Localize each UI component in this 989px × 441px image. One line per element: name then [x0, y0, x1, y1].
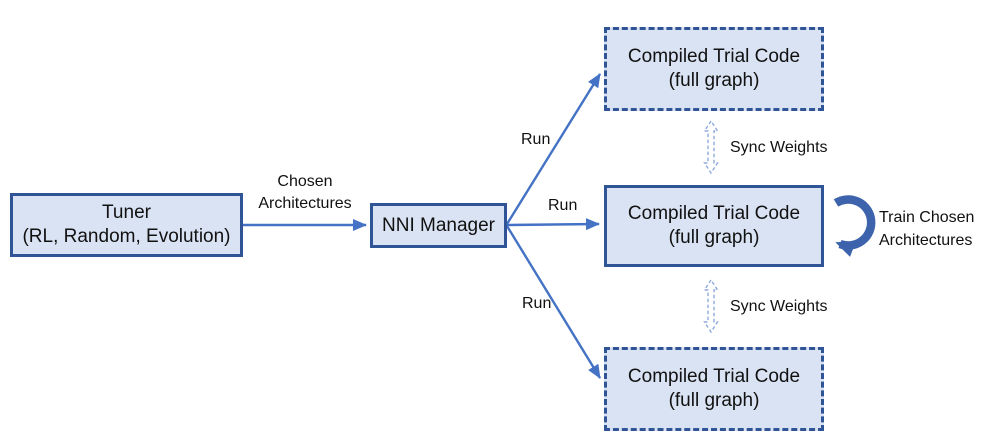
train-loop-arrow [833, 195, 876, 257]
sync-weights-label-bottom: Sync Weights [730, 298, 828, 315]
nni-manager-label: NNI Manager [382, 214, 495, 236]
trial-bottom-title: Compiled Trial Code [627, 366, 801, 387]
trial-code-node-bottom: Compiled Trial Code (full graph) [604, 347, 824, 431]
sync-weights-label-top: Sync Weights [730, 139, 828, 156]
chosen-architectures-line1: Chosen [277, 173, 333, 190]
trial-code-node-top: Compiled Trial Code (full graph) [604, 27, 824, 111]
sync-weights-arrow-top [703, 119, 719, 175]
trial-middle-title: Compiled Trial Code [627, 203, 801, 224]
trial-bottom-subtitle: (full graph) [668, 390, 760, 411]
run-label-bottom: Run [522, 295, 552, 312]
tuner-node: Tuner (RL, Random, Evolution) [10, 193, 243, 257]
run-label-middle: Run [548, 197, 578, 214]
trial-top-subtitle: (full graph) [668, 70, 760, 91]
arrow-run-middle [506, 218, 600, 231]
tuner-title: Tuner [102, 202, 151, 223]
chosen-architectures-label: Chosen Architectures [240, 171, 370, 215]
nni-manager-node: NNI Manager [370, 203, 507, 248]
chosen-architectures-line2: Architectures [258, 195, 352, 212]
trial-top-title: Compiled Trial Code [627, 46, 801, 67]
sync-weights-arrow-bottom [703, 278, 719, 334]
arrow-run-bottom [505, 225, 602, 379]
run-label-top: Run [521, 131, 551, 148]
train-label-line1: Train Chosen [879, 209, 975, 226]
trial-middle-subtitle: (full graph) [668, 227, 760, 248]
tuner-subtitle: (RL, Random, Evolution) [22, 226, 231, 247]
trial-code-node-middle: Compiled Trial Code (full graph) [604, 185, 824, 267]
train-label-line2: Architectures [879, 232, 973, 249]
train-chosen-architectures-label: Train Chosen Architectures [879, 206, 974, 252]
